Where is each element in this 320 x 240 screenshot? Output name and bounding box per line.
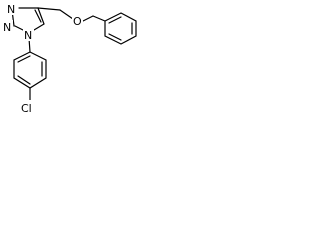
bond-c5-c4 <box>37 7 45 25</box>
n-mid-bg <box>2 20 13 33</box>
benzyl-ring <box>104 12 137 45</box>
o-ether-label: O <box>73 15 82 28</box>
atom-labels: N N N O Cl <box>2 2 83 115</box>
n-top-label: N <box>7 3 15 16</box>
bond-c5-c4-double <box>34 9 42 23</box>
n-sub-label: N <box>24 29 32 42</box>
chlorophenyl-group <box>13 37 47 102</box>
bond-ch2-o <box>59 9 74 20</box>
n-top-bg <box>6 2 17 15</box>
chemical-structure-diagram: N N N O Cl <box>0 0 139 123</box>
chlorophenyl-double-3 <box>17 75 31 85</box>
cl-bg <box>21 100 37 114</box>
bond-c4-ch2 <box>37 7 61 11</box>
benzyl-double-3 <box>108 33 122 41</box>
chlorophenyl-double-1 <box>17 55 31 63</box>
benzyl-double-1 <box>108 16 122 24</box>
benzyl-hexagon <box>104 12 137 45</box>
cl-label: Cl <box>21 102 32 115</box>
o-ether-bg <box>72 14 83 27</box>
n-sub-bg <box>23 28 34 41</box>
bond-ch2-phenyl <box>92 15 106 22</box>
linker-bonds <box>37 7 106 23</box>
n-mid-label: N <box>3 21 11 34</box>
molecule-drawing: N N N O Cl <box>2 2 137 115</box>
chlorophenyl-hexagon <box>13 51 47 89</box>
